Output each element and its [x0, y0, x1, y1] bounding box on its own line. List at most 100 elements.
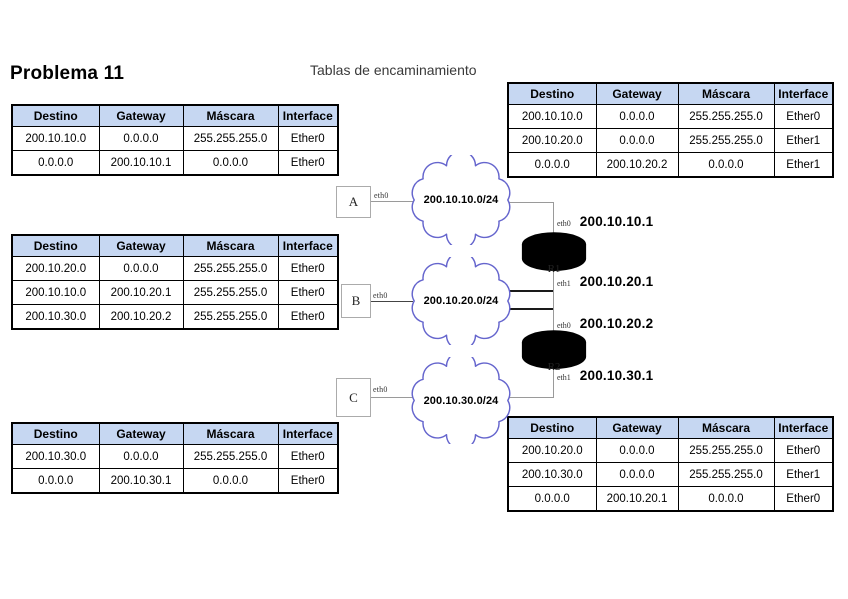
- router-r2-label: R2: [547, 361, 561, 373]
- table-cell: 200.10.10.0: [11, 280, 100, 305]
- host-a-iface-label: eth0: [374, 191, 389, 200]
- link-net2-r2: [500, 308, 554, 310]
- column-header: Interface: [773, 416, 834, 439]
- link-net2-r1: [500, 290, 554, 292]
- table-cell: 200.10.20.0: [507, 128, 597, 153]
- column-header: Destino: [11, 234, 100, 257]
- table-cell: 200.10.20.0: [507, 438, 597, 463]
- column-header: Máscara: [182, 104, 279, 127]
- network-cloud-3: 200.10.30.0/24: [407, 357, 515, 444]
- table-cell: Ether0: [773, 104, 834, 129]
- network-3-cidr: 200.10.30.0/24: [423, 394, 499, 407]
- r2-if-bottom-ip: 200.10.30.1: [579, 368, 654, 383]
- r1-interface-bottom: eth1 200.10.20.1: [557, 274, 653, 289]
- table-cell: Ether1: [773, 152, 834, 178]
- table-cell: 255.255.255.0: [182, 444, 279, 469]
- column-header: Gateway: [98, 104, 184, 127]
- host-c: C: [336, 378, 371, 417]
- table-cell: 0.0.0.0: [507, 152, 597, 178]
- table-cell: Ether0: [277, 444, 339, 469]
- table-cell: Ether0: [277, 280, 339, 305]
- table-cell: 0.0.0.0: [11, 468, 100, 494]
- link-net3-r2: [500, 397, 554, 398]
- host-a-label: A: [348, 194, 359, 209]
- column-header: Destino: [507, 82, 597, 105]
- table-cell: 0.0.0.0: [182, 150, 279, 176]
- table-cell: 200.10.30.0: [507, 462, 597, 487]
- page-title: Problema 11: [10, 63, 125, 84]
- r1-if-bottom-ip: 200.10.20.1: [579, 274, 654, 289]
- table-cell: 0.0.0.0: [182, 468, 279, 494]
- network-cloud-2: 200.10.20.0/24: [407, 257, 515, 345]
- r2-interface-bottom: eth1 200.10.30.1: [557, 368, 653, 383]
- table-cell: 200.10.20.1: [98, 280, 184, 305]
- host-c-label: C: [349, 389, 358, 405]
- r2-interface-top: eth0 200.10.20.2: [557, 316, 653, 331]
- table-cell: 200.10.30.0: [11, 304, 100, 330]
- router-trunk-line: [553, 202, 554, 398]
- router-r2: R2: [520, 328, 588, 374]
- router-r1: R1: [520, 230, 588, 276]
- r2-if-bottom-name: eth1: [557, 373, 571, 382]
- table-cell: 255.255.255.0: [182, 126, 279, 151]
- column-header: Destino: [507, 416, 597, 439]
- column-header: Gateway: [98, 422, 184, 445]
- network-cloud-1: 200.10.10.0/24: [407, 155, 515, 245]
- table-cell: 0.0.0.0: [595, 128, 679, 153]
- network-1-cidr: 200.10.10.0/24: [423, 194, 499, 206]
- r1-if-bottom-name: eth1: [557, 279, 571, 288]
- host-c-iface-label: eth0: [373, 385, 388, 394]
- table-cell: 255.255.255.0: [677, 462, 775, 487]
- table-cell: 200.10.20.2: [595, 152, 679, 178]
- table-cell: 200.10.10.0: [11, 126, 100, 151]
- table-cell: 255.255.255.0: [677, 128, 775, 153]
- network-2-cidr: 200.10.20.0/24: [423, 295, 499, 307]
- table-cell: Ether0: [277, 126, 339, 151]
- table-cell: Ether0: [277, 304, 339, 330]
- column-header: Destino: [11, 104, 100, 127]
- r1-interface-top: eth0 200.10.10.1: [557, 214, 653, 229]
- link-host-c-net3: [369, 397, 413, 398]
- table-cell: 0.0.0.0: [98, 126, 184, 151]
- table-cell: 255.255.255.0: [182, 304, 279, 330]
- column-header: Interface: [773, 82, 834, 105]
- table-cell: 255.255.255.0: [182, 256, 279, 281]
- table-cell: Ether0: [773, 486, 834, 512]
- host-b-iface-label: eth0: [373, 291, 388, 300]
- table-cell: 255.255.255.0: [677, 438, 775, 463]
- table-cell: 200.10.10.0: [507, 104, 597, 129]
- r1-if-top-ip: 200.10.10.1: [579, 214, 654, 229]
- table-cell: Ether0: [277, 256, 339, 281]
- table-cell: 0.0.0.0: [595, 462, 679, 487]
- column-header: Máscara: [677, 82, 775, 105]
- link-host-b-net2: [369, 301, 413, 302]
- r2-if-top-name: eth0: [557, 321, 571, 330]
- link-net1-r1: [500, 202, 554, 203]
- table-cell: 200.10.20.2: [98, 304, 184, 330]
- link-host-a-net1: [369, 201, 413, 202]
- table-cell: 0.0.0.0: [98, 444, 184, 469]
- table-cell: 200.10.10.1: [98, 150, 184, 176]
- column-header: Interface: [277, 234, 339, 257]
- table-cell: Ether0: [773, 438, 834, 463]
- column-header: Gateway: [595, 416, 679, 439]
- column-header: Máscara: [182, 234, 279, 257]
- column-header: Máscara: [182, 422, 279, 445]
